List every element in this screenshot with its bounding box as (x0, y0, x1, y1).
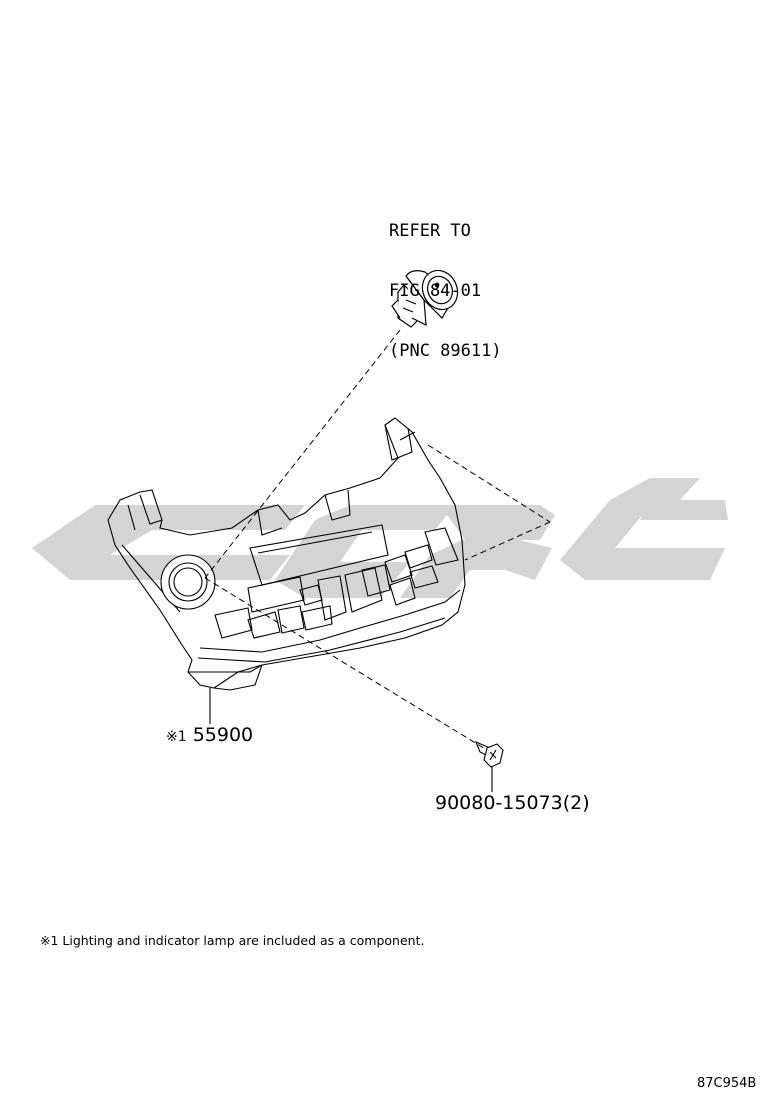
part-label-screw: 90080-15073(2) (435, 794, 590, 813)
figure-id: 87C954B (697, 1076, 757, 1091)
watermark-logo (32, 478, 728, 598)
refer-note-line-2: FIG 84-01 (389, 281, 482, 301)
switch-component (391, 269, 459, 328)
part-number-55900: 55900 (192, 724, 254, 746)
screw-component (474, 740, 504, 768)
part-label-55900: ※1 55900 (166, 726, 253, 745)
control-panel-component (107, 417, 466, 691)
part-number-screw: 90080-15073(2) (435, 792, 590, 814)
refer-note-line-3: (PNC 89611) (389, 341, 502, 361)
footnote: ※1 Lighting and indicator lamp are inclu… (40, 933, 425, 948)
refer-note: REFER TO FIG 84-01 (PNC 89611) (389, 181, 502, 381)
assembly-lines (204, 329, 551, 751)
footnote-mark: ※1 (166, 729, 187, 745)
refer-note-line-1: REFER TO (389, 221, 471, 241)
